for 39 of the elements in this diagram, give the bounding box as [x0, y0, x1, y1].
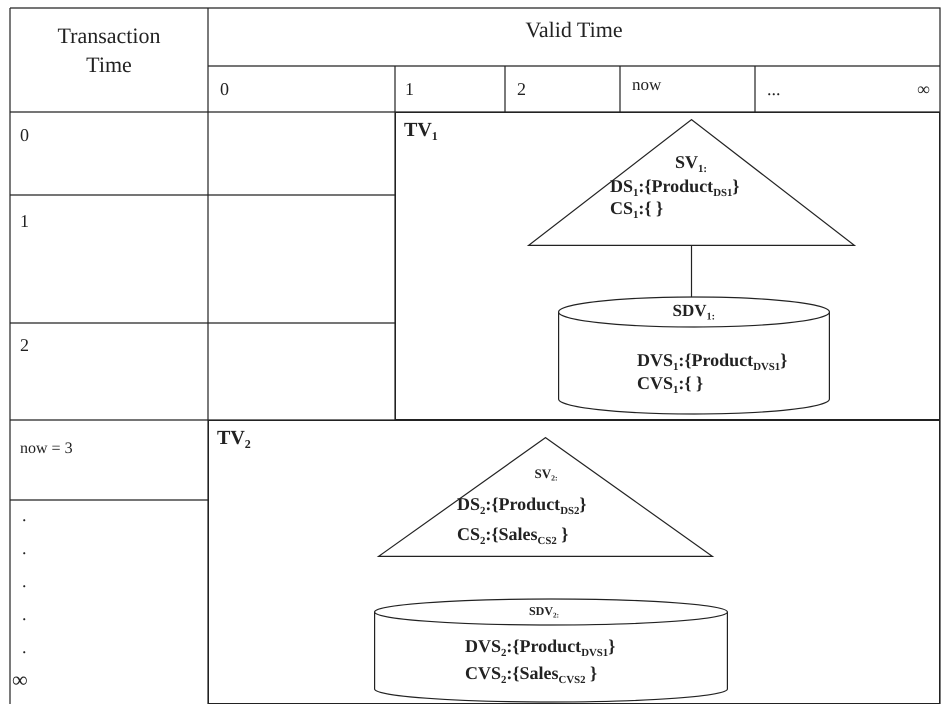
node-text: CVS$_{1}$:{ }	[637, 374, 704, 397]
table-cell-text: 2	[20, 336, 29, 356]
table-cell-text: 0	[220, 80, 229, 100]
data-cylinder	[558, 297, 830, 415]
node-text: DS$_{2}$:{Product$_{DS2}$}	[457, 495, 586, 518]
node-text: DS$_{1}$:{Product$_{DS1}$}	[610, 177, 740, 200]
region-label: TV$_{2}$	[217, 427, 251, 452]
table-cell-text: .	[22, 506, 26, 526]
table-cell-text: ∞	[916, 80, 930, 100]
schema-triangle	[528, 119, 855, 246]
column-header: Valid Time	[524, 18, 624, 42]
time-region	[395, 112, 940, 420]
data-cylinder	[374, 599, 728, 703]
table-cell-text: now	[632, 76, 662, 95]
node-text: DVS$_{2}$:{Product$_{DVS1}$}	[465, 637, 616, 660]
time-region	[208, 420, 940, 704]
column-header: Transaction Time	[56, 22, 162, 79]
node-text: CVS$_{2}$:{Sales$_{CVS2}$ }	[465, 664, 598, 687]
node-text: CS$_{1}$:{ }	[610, 199, 664, 222]
table-cell-text: 0	[20, 126, 29, 146]
table-cell-text: now = 3	[20, 440, 73, 458]
node-text: SV$_{1:}$	[675, 153, 708, 176]
region-label: TV$_{1}$	[404, 119, 438, 144]
table-cell-text: .	[22, 605, 26, 625]
table-cell-text: 2	[517, 80, 526, 100]
table-cell-text: .	[22, 572, 26, 592]
schema-triangle	[378, 437, 713, 557]
node-text: DVS$_{1}$:{Product$_{DVS1}$}	[637, 351, 788, 374]
table-cell-text: 1	[405, 80, 414, 100]
node-text: CS$_{2}$:{Sales$_{CS2}$ }	[457, 525, 568, 548]
table-cell-text: ...	[767, 80, 780, 100]
node-text: SDV$_{2:}$	[529, 605, 560, 620]
table-cell-text: .	[22, 539, 26, 559]
node-text: SDV$_{1:}$	[672, 302, 716, 323]
table-cell-text: ∞	[12, 668, 28, 692]
table-cell-text: .	[22, 638, 26, 658]
node-text: SV$_{2:}$	[534, 467, 558, 484]
table-cell-text: 1	[20, 212, 29, 232]
connector-line	[690, 246, 692, 297]
